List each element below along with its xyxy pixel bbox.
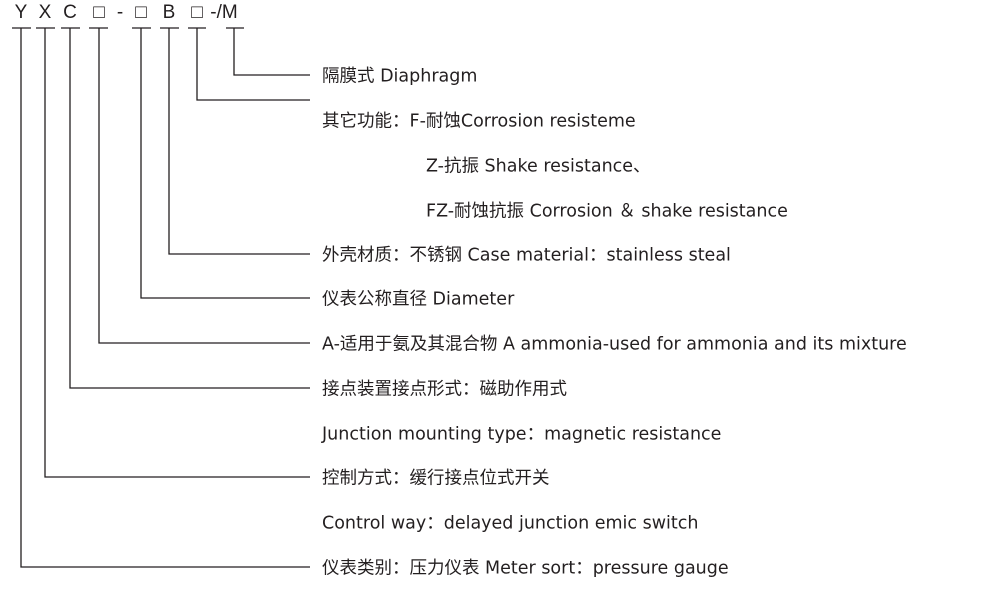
desc-case: 外壳材质：不锈钢 Case material：stainless steal [322, 245, 731, 266]
leader-diameter [140, 28, 310, 299]
desc-function-z: Z-抗振 Shake resistance、 [426, 156, 651, 177]
desc-function-fz: FZ-耐蚀抗振 Corrosion ＆ shake resistance [426, 201, 788, 222]
code-char: B [162, 2, 176, 23]
desc-sort: 仪表类别：压力仪表 Meter sort：pressure gauge [322, 558, 729, 579]
code-char: C [63, 2, 77, 23]
desc-control-cn: 控制方式：缓行接点位式开关 [322, 468, 550, 489]
leader-ammonia [98, 28, 310, 344]
desc-ammonia: A-适用于氨及其混合物 A ammonia-used for ammonia a… [322, 334, 907, 355]
code-char: Y [14, 2, 28, 23]
code-char: X [38, 2, 52, 23]
leader-junction [69, 28, 310, 389]
desc-control-en: Control way：delayed junction emic switch [322, 513, 699, 534]
code-char: □ [135, 2, 147, 23]
desc-diaphragm: 隔膜式 Diaphragm [322, 66, 478, 87]
leader-function [196, 28, 310, 101]
desc-junction-en: Junction mounting type：magnetic resistan… [322, 424, 722, 445]
code-char: □ [191, 2, 203, 23]
leader-sort [20, 28, 310, 568]
desc-diameter: 仪表公称直径 Diameter [322, 289, 515, 310]
code-char: - [116, 2, 124, 23]
leader-case [168, 28, 310, 255]
leader-M [233, 28, 310, 76]
code-char: □ [93, 2, 105, 23]
desc-junction-cn: 接点装置接点形式：磁助作用式 [322, 379, 567, 400]
leader-control [44, 28, 310, 478]
code-char: -/M [210, 2, 238, 23]
desc-function: 其它功能：F-耐蚀Corrosion resisteme [322, 111, 636, 132]
